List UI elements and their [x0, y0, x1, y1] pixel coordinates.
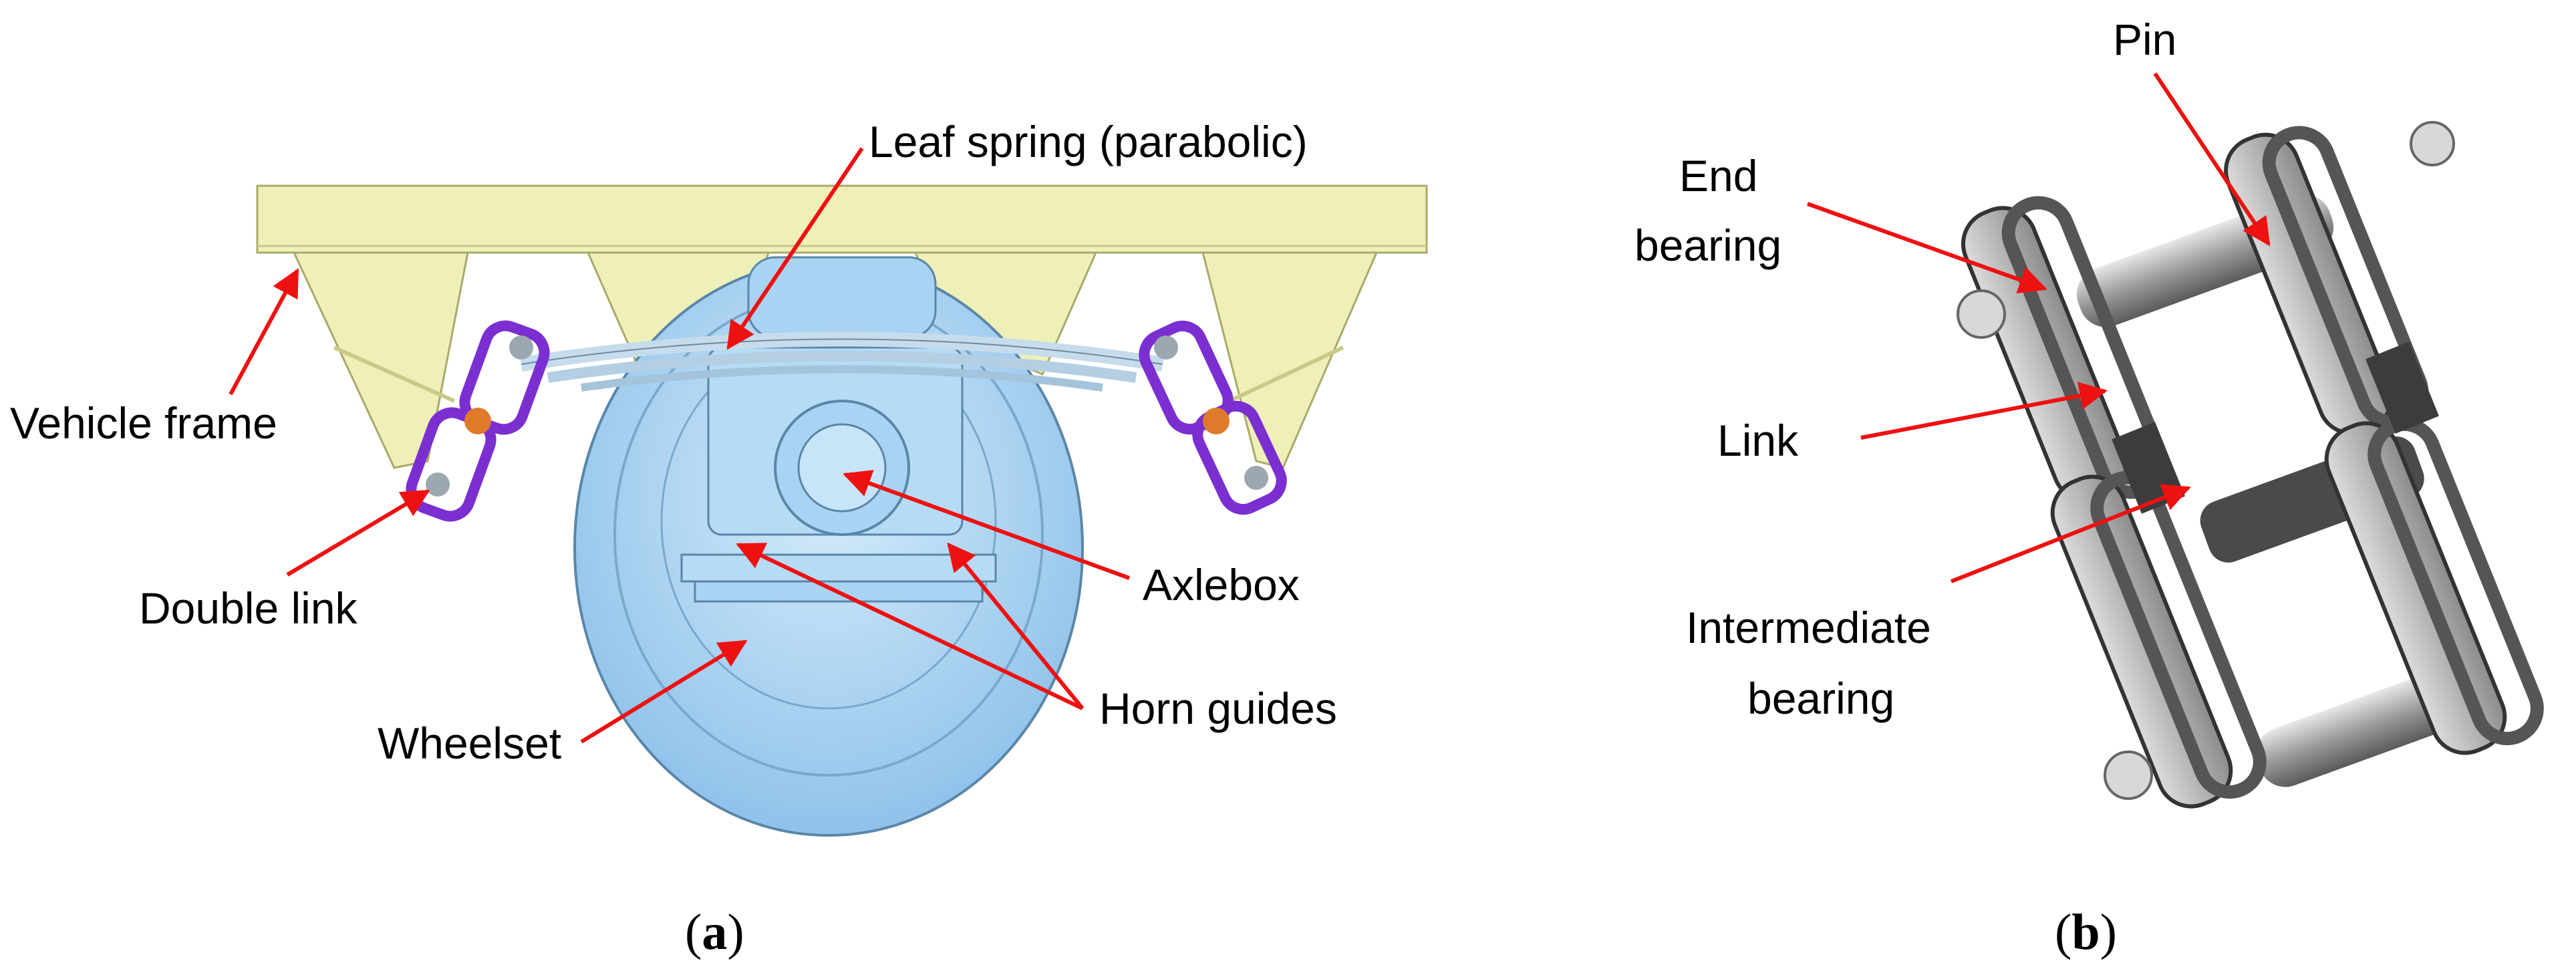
label-double-link: Double link: [139, 583, 358, 633]
arrow-link: [1860, 382, 2108, 440]
axlebox-shape: [680, 256, 997, 603]
double-link-right: [1139, 320, 1287, 515]
caption-a: (a): [685, 904, 744, 960]
arrow-horn-guide-left: [736, 543, 1084, 710]
panel-a-illustration: [256, 184, 1428, 837]
arrow-end-bearing: [1806, 202, 2047, 294]
arrow-intermediate-bearing: [1950, 484, 2191, 583]
arrow-wheelset: [580, 640, 748, 744]
panel-b-illustration: [1957, 121, 2544, 809]
arrow-vehicle-frame: [229, 268, 299, 396]
arrow-horn-guide-right: [947, 542, 1085, 710]
label-intermediate-bearing-line2: bearing: [1747, 674, 1894, 723]
label-horn-guides: Horn guides: [1099, 684, 1337, 733]
panel-b-arrows: [1806, 72, 2271, 583]
caption-b: (b): [2055, 904, 2117, 960]
label-wheelset: Wheelset: [378, 718, 561, 768]
label-end-bearing-line1: End: [1679, 151, 1757, 200]
arrow-axlebox: [843, 470, 1131, 580]
label-leaf-spring: Leaf spring (parabolic): [869, 117, 1308, 166]
double-link-left: [406, 320, 550, 522]
arrow-double-link: [286, 489, 430, 577]
label-pin: Pin: [2113, 15, 2176, 64]
arrow-leaf-spring: [726, 147, 864, 350]
arrow-pin: [2153, 72, 2271, 247]
leaf-spring-shape: [520, 331, 1164, 392]
label-axlebox: Axlebox: [1143, 560, 1300, 609]
label-intermediate-bearing-line1: Intermediate: [1686, 603, 1931, 652]
panel-a-arrows: [229, 147, 1131, 744]
label-end-bearing-line2: bearing: [1634, 221, 1781, 270]
label-vehicle-frame: Vehicle frame: [10, 398, 277, 448]
label-link: Link: [1717, 416, 1799, 465]
